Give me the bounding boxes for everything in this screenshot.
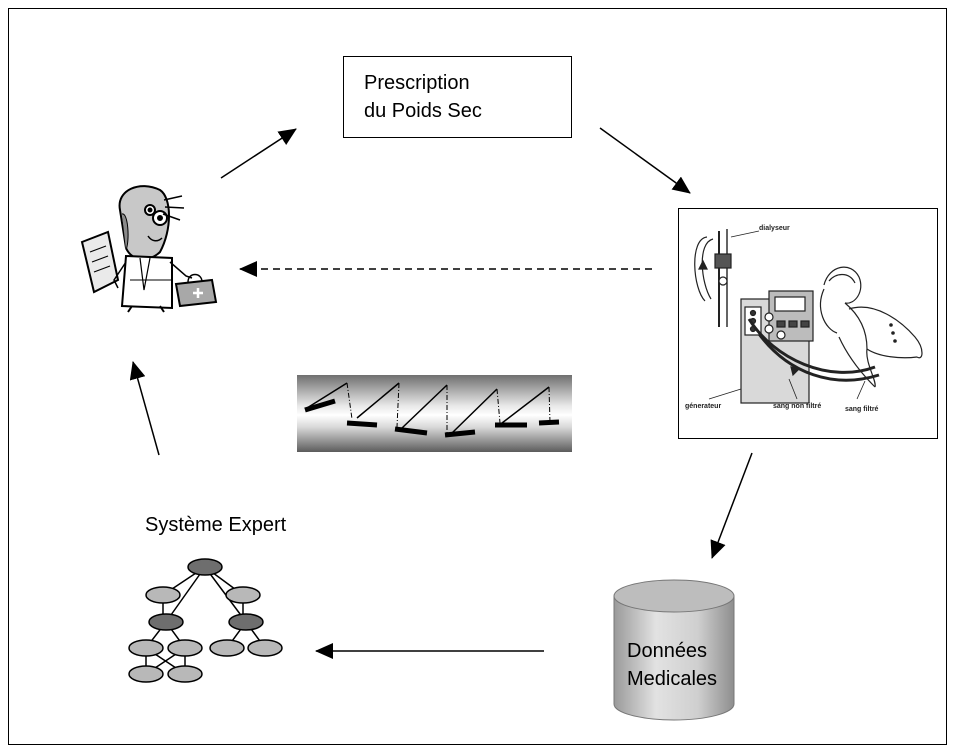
tree-node	[225, 586, 261, 604]
label-filtered-blood: sang filtré	[845, 406, 879, 413]
database-line2: Medicales	[627, 668, 718, 690]
label-dialyzer: dialyseur	[759, 225, 790, 232]
tree-node	[247, 639, 283, 657]
expert-tree-icon	[128, 558, 283, 683]
prescription-text: Prescription du Poids Sec	[364, 69, 482, 125]
tree-node	[128, 639, 164, 657]
arrow-expert-to-doctor	[129, 361, 160, 456]
prescription-line2: du Poids Sec	[364, 100, 482, 122]
expert-system-label: Système Expert	[145, 514, 287, 536]
dialysis-machine-icon	[694, 229, 923, 404]
prescription-line1: Prescription	[364, 72, 470, 94]
tree-node	[228, 613, 264, 631]
arrow-doctor-to-prescription	[220, 128, 297, 179]
database-cylinder-icon	[613, 579, 735, 721]
weight-strip	[297, 375, 572, 452]
tree-node	[167, 665, 203, 683]
tree-node-root	[187, 558, 223, 576]
database-line1: Données	[627, 640, 708, 662]
tree-node	[145, 586, 181, 604]
label-generator: génerateur	[685, 403, 722, 410]
tree-node	[128, 665, 164, 683]
prescription-box: Prescription du Poids Sec	[343, 56, 572, 138]
label-unfiltered-blood: sang non filtré	[773, 403, 822, 410]
tree-node	[148, 613, 184, 631]
database-label: Données Medicales	[627, 637, 717, 693]
arrow-prescription-to-dialysis	[599, 127, 691, 194]
weight-sawtooth-icon	[304, 382, 560, 438]
tree-node	[209, 639, 245, 657]
dialysis-illustration: dialyseur génerateur sang non filtré san…	[678, 208, 938, 439]
doctor-icon	[80, 185, 218, 313]
tree-node	[167, 639, 203, 657]
arrow-dialysis-to-database	[710, 452, 753, 559]
